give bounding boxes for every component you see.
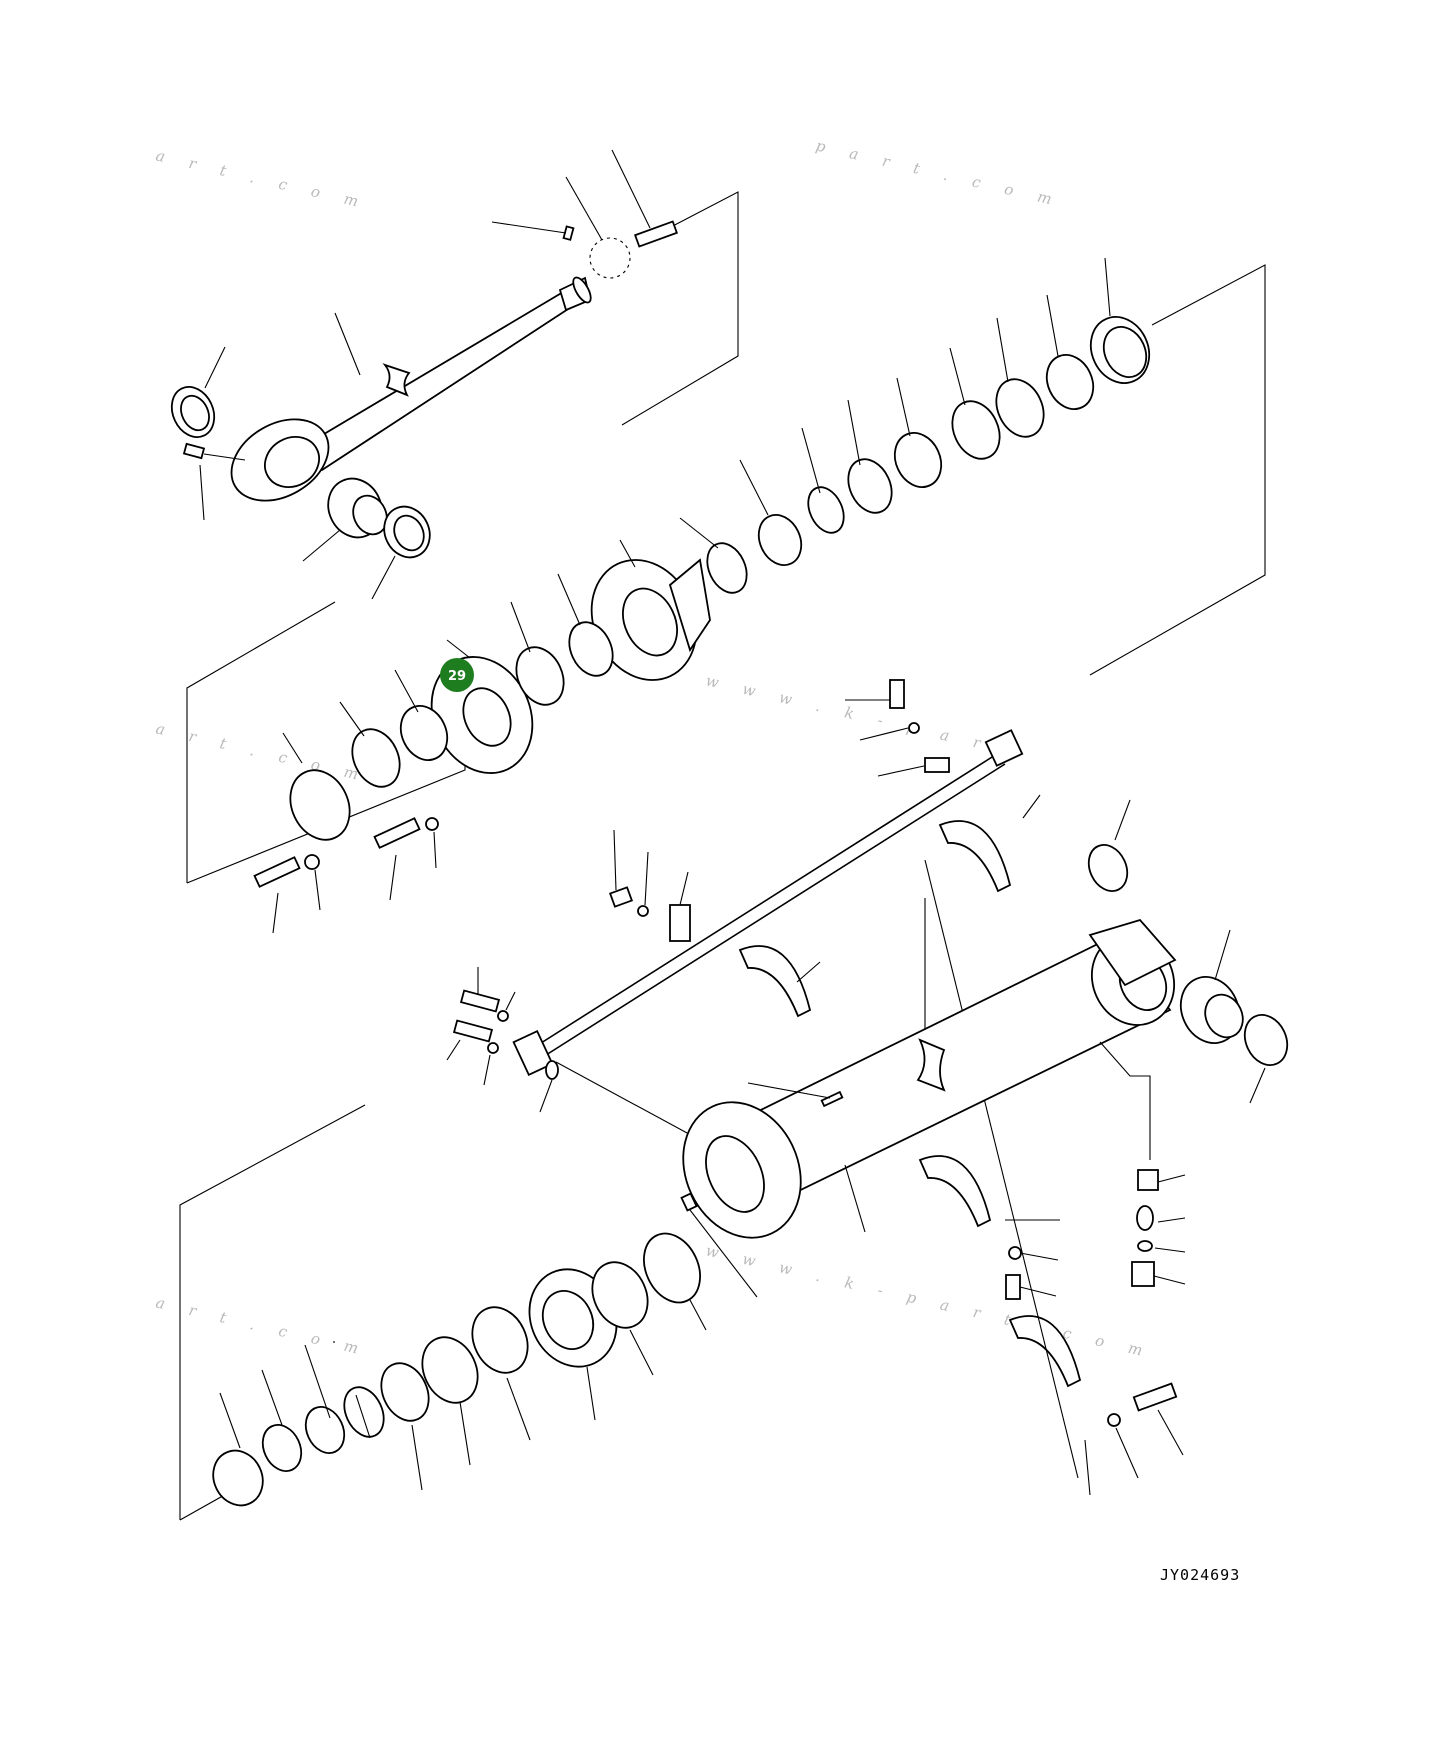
cylinder-tube-assembly — [682, 799, 1289, 1496]
callout-badge-29[interactable]: 29 — [440, 658, 474, 692]
piston-rod-assembly — [170, 149, 739, 600]
drawing-code: JY024693 — [1160, 1566, 1240, 1584]
cylinder-head-assembly — [186, 257, 1266, 934]
watermark-5: a r t . c o m — [154, 1293, 370, 1359]
piston-assembly — [179, 1104, 758, 1521]
piping-assembly — [446, 679, 1082, 1479]
watermark-4: w w w . k - p a r t — [704, 671, 1022, 761]
watermark-6: w w w . k - p a r t . c o m — [704, 1241, 1154, 1361]
callout-badge-label: 29 — [448, 669, 466, 684]
watermark-1: a r t . c o m — [154, 146, 370, 212]
watermark-2: p a r t . c o m — [814, 136, 1063, 210]
